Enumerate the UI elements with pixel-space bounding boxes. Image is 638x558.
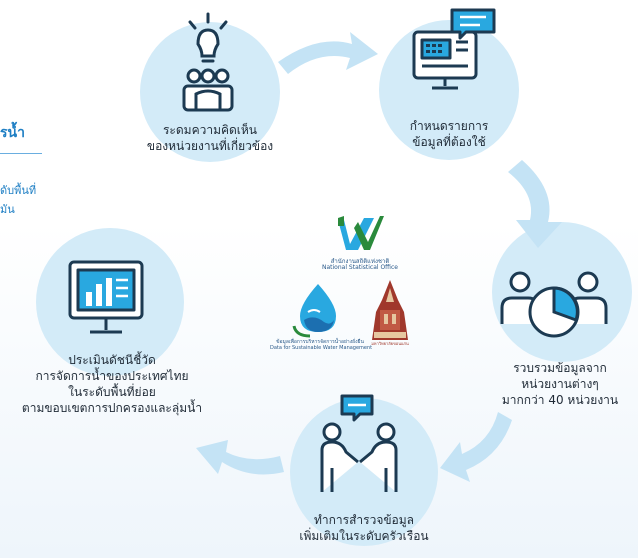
step-circle-survey — [290, 398, 438, 546]
kku-logo-text: มหาวิทยาลัยขอนแก่น — [371, 341, 409, 346]
left-panel-text-line-2: มัน — [0, 203, 15, 216]
water-logo-thai: ข้อมูลเพื่อการบริหารจัดการน้ำอย่างยั่งยื… — [276, 339, 364, 345]
nso-logo-thai: สำนักงานสถิติแห่งชาติ — [330, 258, 390, 265]
meeting-people-icon — [182, 12, 234, 112]
left-panel-text-line-1: ดับพื้นที่ — [0, 184, 37, 197]
kku-logo — [372, 280, 408, 340]
step-label-define: กำหนดรายการ ข้อมูลที่ต้องใช้ — [409, 119, 489, 149]
arrow-1 — [278, 32, 378, 74]
pie-chart-people-icon — [500, 271, 608, 338]
water-logo — [292, 284, 336, 338]
nso-logo — [338, 216, 384, 250]
left-panel-title: รน้ำ — [0, 125, 25, 141]
bar-chart-monitor-icon — [68, 260, 144, 334]
step-label-survey: ทำการสำรวจข้อมูล เพิ่มเติมในระดับครัวเรื… — [299, 513, 429, 543]
computer-monitor-icon — [412, 8, 496, 90]
arrow-4 — [196, 440, 284, 475]
arrow-3 — [440, 412, 512, 482]
step-label-hearing: ระดมความคิดเห็น ของหน่วยงานที่เกี่ยวข้อง — [146, 123, 274, 153]
nso-logo-en: National Statistical Office — [322, 264, 398, 271]
step-label-evaluate: ประเมินดัชนีชี้วัด การจัดการน้ำของประเทศ… — [21, 353, 203, 415]
conversation-people-icon — [320, 394, 398, 492]
step-label-collect: รวบรวมข้อมูลจาก หน่วยงานต่างๆ มากกว่า 40… — [501, 361, 619, 407]
left-panel-divider — [0, 153, 42, 154]
water-logo-en: Data for Sustainable Water Management — [270, 345, 373, 351]
arrow-2 — [508, 160, 562, 248]
